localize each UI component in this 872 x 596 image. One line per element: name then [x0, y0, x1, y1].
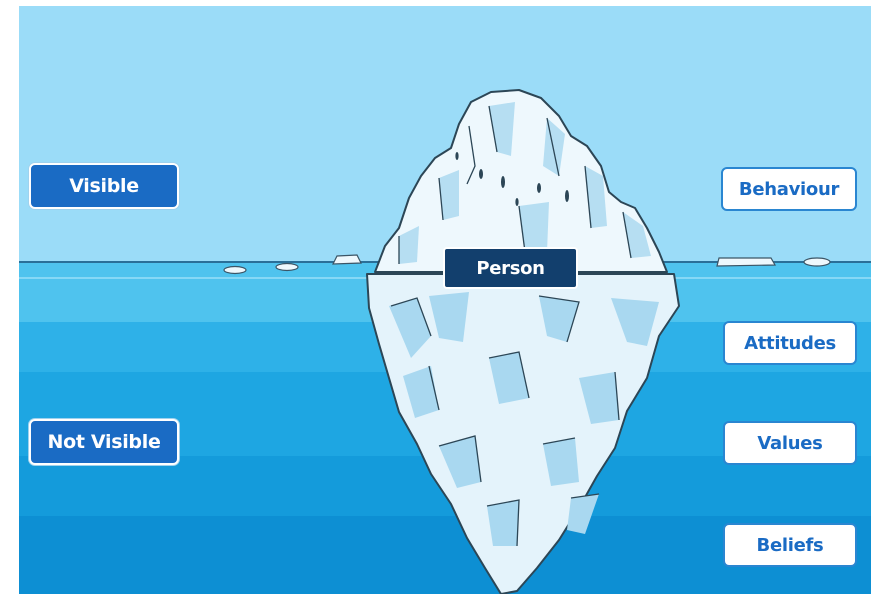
- visible-label: Visible: [29, 163, 179, 209]
- iceberg-underwater-shading: [389, 292, 659, 546]
- iceberg-diagram: Visible Not Visible Person Behaviour Att…: [19, 6, 871, 594]
- behaviour-label: Behaviour: [721, 167, 857, 211]
- ice-chunk: [716, 257, 777, 267]
- iceberg-underwater-cracks: [390, 295, 620, 547]
- ice-chunks: [223, 254, 831, 275]
- ice-chunk: [223, 265, 247, 275]
- iceberg-tip-cracks: [398, 105, 632, 264]
- person-label: Person: [443, 247, 578, 289]
- values-label: Values: [723, 421, 857, 465]
- beliefs-label: Beliefs: [723, 523, 857, 567]
- attitudes-label: Attitudes: [723, 321, 857, 365]
- iceberg-underwater: [366, 273, 680, 594]
- ice-chunk: [275, 262, 299, 272]
- iceberg-illustration: [19, 6, 871, 594]
- iceberg-drips: [455, 152, 569, 206]
- ice-chunk: [803, 257, 831, 267]
- ice-chunk: [332, 254, 362, 265]
- not-visible-label: Not Visible: [29, 419, 179, 465]
